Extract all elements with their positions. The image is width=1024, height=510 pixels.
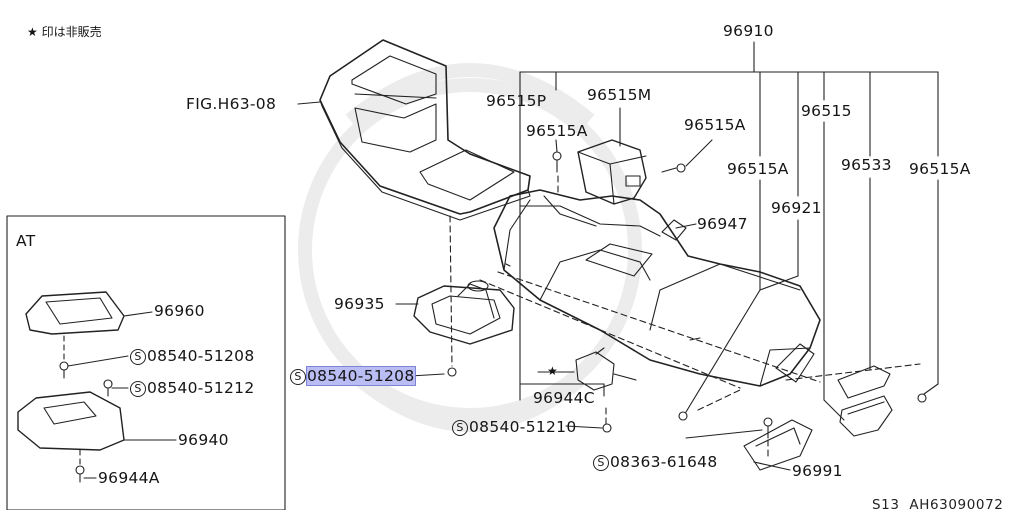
part-96533-label[interactable]: 96533 xyxy=(841,156,892,174)
s-symbol: S xyxy=(452,420,468,436)
console-body-96910 xyxy=(493,189,821,387)
part-96515M-label[interactable]: 96515M xyxy=(587,86,652,104)
clip-96947 xyxy=(661,219,687,241)
shift-boot-96935 xyxy=(413,280,515,345)
part-number: 08363-61648 xyxy=(610,453,718,471)
star-mark: ★ xyxy=(27,25,38,39)
diagram-id: AH63090072 xyxy=(909,497,1004,510)
ashtray-96533 xyxy=(837,365,893,437)
at-inset-frame xyxy=(6,215,286,510)
part-96910-label[interactable]: 96910 xyxy=(723,22,774,40)
inset-dashed xyxy=(63,335,81,465)
s-symbol: S xyxy=(593,455,609,471)
diagram-footer: S13 AH63090072 xyxy=(872,496,1003,510)
part-96515A-label-3[interactable]: 96515A xyxy=(727,160,789,178)
part-96921-label[interactable]: 96921 xyxy=(771,199,822,217)
inset-title: AT xyxy=(16,232,36,250)
part-96940-label[interactable]: 96940 xyxy=(178,431,229,449)
part-96944C-label[interactable]: 96944C xyxy=(533,389,595,407)
part-96960-label[interactable]: 96960 xyxy=(154,302,205,320)
non-sale-note: ★ 印は非販売 xyxy=(27,25,102,39)
non-sale-star: ★ xyxy=(547,364,559,378)
part-96515A-label-1[interactable]: 96515A xyxy=(526,122,588,140)
harness-96944C xyxy=(575,347,637,391)
console-finisher-upper xyxy=(319,39,531,221)
inset-screws xyxy=(59,355,129,483)
cup-holder-96515M xyxy=(577,139,647,205)
part-96515-label[interactable]: 96515 xyxy=(801,102,852,120)
highlighted-part-number[interactable]: 08540-51208 xyxy=(306,366,416,386)
bracket-96991 xyxy=(743,419,813,471)
part-96944A-label[interactable]: 96944A xyxy=(98,469,160,487)
inset-finisher-96940 xyxy=(17,391,177,451)
s-symbol: S xyxy=(290,369,306,385)
s-symbol: S xyxy=(130,381,146,397)
part-96935-label[interactable]: 96935 xyxy=(334,295,385,313)
part-number: 08540-51212 xyxy=(147,379,255,397)
part-96515P-label[interactable]: 96515P xyxy=(486,92,547,110)
inset-finisher-96960 xyxy=(25,291,153,335)
s-symbol: S xyxy=(130,349,146,365)
fig-reference-label[interactable]: FIG.H63-08 xyxy=(186,95,277,113)
note-text: 印は非販売 xyxy=(41,25,102,39)
leader-lines xyxy=(395,41,939,471)
part-number: 08540-51210 xyxy=(469,418,577,436)
part-96515A-label-4[interactable]: 96515A xyxy=(909,160,971,178)
small-screws xyxy=(447,151,927,439)
part-96515A-label-2[interactable]: 96515A xyxy=(684,116,746,134)
part-96947-label[interactable]: 96947 xyxy=(697,215,748,233)
dashed-guides xyxy=(449,175,921,461)
part-96991-label[interactable]: 96991 xyxy=(792,462,843,480)
model-code: S13 xyxy=(872,497,900,510)
part-number: 08540-51208 xyxy=(147,347,255,365)
